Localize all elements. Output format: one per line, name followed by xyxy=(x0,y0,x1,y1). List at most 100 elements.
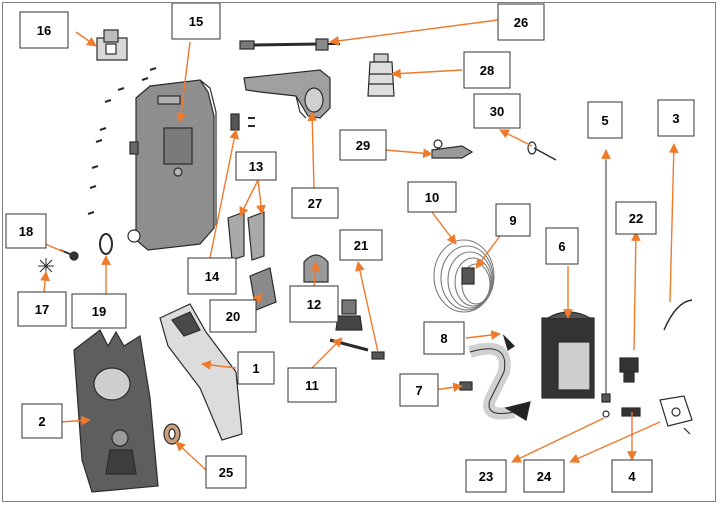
arrow-11 xyxy=(311,337,343,369)
label-box-24: 24 xyxy=(523,459,565,493)
arrow-24 xyxy=(569,421,661,463)
svg-text:20: 20 xyxy=(226,309,240,324)
arrow-25 xyxy=(175,441,207,471)
label-box-17: 17 xyxy=(17,291,67,327)
part-illustrations xyxy=(38,29,693,493)
small-rod-part xyxy=(601,156,611,403)
label-box-7: 7 xyxy=(399,373,439,407)
svg-text:27: 27 xyxy=(308,196,322,211)
arrow-8 xyxy=(465,330,501,340)
arrow-21 xyxy=(355,261,379,353)
plug-part xyxy=(619,357,639,383)
arrow-22 xyxy=(630,231,641,351)
arrow-16 xyxy=(75,31,97,47)
label-box-9: 9 xyxy=(495,203,531,237)
label-box-8: 8 xyxy=(423,321,465,355)
washer-part xyxy=(163,423,181,445)
svg-text:8: 8 xyxy=(440,331,447,346)
svg-text:17: 17 xyxy=(35,302,49,317)
svg-text:2: 2 xyxy=(38,414,45,429)
power-cable-part xyxy=(663,299,693,331)
arrow-12 xyxy=(310,261,321,291)
arrow-26 xyxy=(329,19,499,46)
svg-text:11: 11 xyxy=(305,378,319,393)
label-box-12: 12 xyxy=(289,285,339,323)
svg-text:30: 30 xyxy=(490,104,504,119)
screw-marks xyxy=(87,67,255,215)
svg-text:3: 3 xyxy=(672,111,679,126)
arrow-13b xyxy=(256,179,266,215)
spring-part xyxy=(38,258,54,274)
arrow-9 xyxy=(475,235,501,269)
trigger-gun-part xyxy=(243,69,331,119)
diagram-frame xyxy=(2,2,716,502)
ring-part xyxy=(99,233,113,255)
arrow-28 xyxy=(391,68,463,79)
label-box-10: 10 xyxy=(407,181,457,213)
hose-hook-part xyxy=(96,29,128,61)
label-box-6: 6 xyxy=(545,227,579,265)
arrow-30 xyxy=(499,129,533,147)
pump-motor-part xyxy=(541,311,595,399)
label-box-5: 5 xyxy=(587,101,623,139)
label-box-1: 1 xyxy=(237,351,275,385)
svg-text:21: 21 xyxy=(354,238,368,253)
arrow-17 xyxy=(40,271,50,293)
arrow-29 xyxy=(385,148,433,159)
hose-tube-part xyxy=(459,342,531,421)
label-box-3: 3 xyxy=(657,99,695,137)
label-box-4: 4 xyxy=(611,459,653,493)
svg-text:19: 19 xyxy=(92,304,106,319)
svg-text:10: 10 xyxy=(425,190,439,205)
label-box-18: 18 xyxy=(5,213,47,249)
svg-text:6: 6 xyxy=(558,239,565,254)
label-box-22: 22 xyxy=(615,201,657,235)
arrow-10 xyxy=(431,211,457,245)
handle-cover-part xyxy=(159,303,243,441)
rear-housing-part xyxy=(127,79,217,251)
label-box-30: 30 xyxy=(473,93,521,129)
arrow-14 xyxy=(209,129,240,259)
arrow-15 xyxy=(176,41,191,123)
small-block-part xyxy=(621,407,641,417)
cleaning-needle-part xyxy=(527,141,557,161)
svg-text:18: 18 xyxy=(19,224,33,239)
svg-text:9: 9 xyxy=(509,213,516,228)
svg-text:23: 23 xyxy=(479,469,493,484)
label-box-25: 25 xyxy=(205,455,247,489)
svg-text:14: 14 xyxy=(205,269,220,284)
svg-text:5: 5 xyxy=(601,113,608,128)
arrow-13a xyxy=(239,179,259,217)
label-box-23: 23 xyxy=(465,459,507,493)
svg-text:7: 7 xyxy=(415,383,422,398)
label-box-13: 13 xyxy=(235,151,277,181)
label-box-28: 28 xyxy=(463,51,511,89)
label-box-20: 20 xyxy=(209,299,257,333)
svg-text:24: 24 xyxy=(537,469,552,484)
svg-text:26: 26 xyxy=(514,15,528,30)
arrow-7 xyxy=(433,382,463,393)
detergent-bottle-part xyxy=(367,53,395,97)
oring-part xyxy=(602,410,610,418)
label-box-29: 29 xyxy=(339,129,387,161)
label-box-16: 16 xyxy=(19,11,69,49)
svg-text:16: 16 xyxy=(37,23,51,38)
arrow-27 xyxy=(307,111,318,189)
nozzle-part xyxy=(431,139,474,159)
arrow-23 xyxy=(511,417,605,463)
switch-plate-part xyxy=(659,395,693,435)
arrow-1 xyxy=(201,360,237,370)
svg-text:4: 4 xyxy=(628,469,636,484)
label-box-14: 14 xyxy=(187,257,237,295)
svg-text:13: 13 xyxy=(249,159,263,174)
front-body-part xyxy=(73,329,159,493)
svg-text:25: 25 xyxy=(219,465,233,480)
arrow-2 xyxy=(59,415,91,426)
svg-text:28: 28 xyxy=(480,63,494,78)
leader-arrows xyxy=(35,19,679,471)
label-box-15: 15 xyxy=(171,2,221,40)
svg-text:15: 15 xyxy=(189,14,203,29)
svg-text:22: 22 xyxy=(629,211,643,226)
